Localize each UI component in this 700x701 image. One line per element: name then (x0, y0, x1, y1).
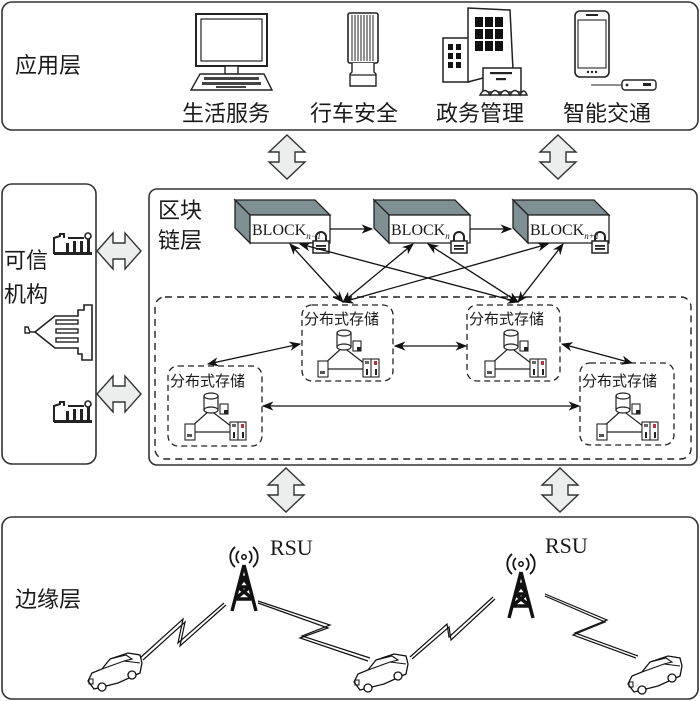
storage-label: 分布式存储 (582, 372, 657, 390)
svg-text:BLOCKn+1: BLOCKn+1 (530, 222, 599, 241)
app-blockchain-arrow-left (268, 134, 306, 180)
blockchain-edge-arrow-right (541, 467, 579, 513)
block-n-minus-1: BLOCKn−1 (233, 198, 332, 254)
block-label: BLOCK (252, 222, 307, 239)
block-n: BLOCKn (372, 198, 472, 254)
smartphone-icon (574, 10, 657, 91)
app-item-intelligent-transport: 智能交通 (563, 102, 651, 127)
storage-label: 分布式存储 (170, 372, 245, 390)
svg-text:BLOCKn−1: BLOCKn−1 (252, 222, 321, 241)
storage-label: 分布式存储 (469, 310, 544, 328)
trusted-title-line1: 可信 (4, 249, 48, 274)
government-building-icon (442, 7, 529, 97)
block-subscript: n−1 (306, 231, 321, 241)
blockchain-title-line2: 链层 (158, 229, 202, 254)
computer-icon (189, 13, 274, 91)
block-label: BLOCK (530, 222, 585, 239)
svg-text:BLOCKn: BLOCKn (391, 222, 450, 241)
app-item-government-affairs: 政务管理 (436, 102, 524, 127)
application-layer: 应用层 生活服务 行车安全 (1, 1, 699, 131)
block-label: BLOCK (391, 222, 446, 239)
rsu-label: RSU (545, 533, 588, 558)
blockchain-title-line1: 区块 (158, 199, 202, 224)
blockchain-layer: 区块 链层 BLOCKn−1 BLOCKn BLOCKn+1 (148, 188, 698, 466)
government-icon (24, 304, 93, 361)
block-subscript: n (445, 231, 450, 241)
blockchain-edge-arrow-left (267, 467, 305, 513)
application-layer-title: 应用层 (15, 54, 81, 79)
trusted-title-line2: 机构 (4, 283, 48, 308)
trusted-blockchain-arrow-top (96, 232, 142, 270)
storage-node-bottom-left: 分布式存储 (167, 365, 263, 447)
storage-peer-links (206, 341, 634, 411)
wireless-links (139, 593, 639, 662)
block-n-plus-1: BLOCKn+1 (511, 198, 611, 254)
storage-node-top-left: 分布式存储 (301, 304, 394, 382)
trusted-institution-panel: 可信 机构 (1, 183, 97, 465)
block-storage-links (289, 242, 564, 304)
storage-node-top-right: 分布式存储 (466, 304, 561, 382)
trusted-blockchain-arrow-bottom (96, 375, 142, 413)
rsu-label: RSU (270, 535, 313, 560)
edge-layer-title: 边缘层 (15, 588, 81, 613)
app-blockchain-arrow-right (539, 134, 577, 180)
block-subscript: n+1 (584, 231, 599, 241)
truck-icon (347, 12, 379, 87)
storage-node-bottom-right: 分布式存储 (579, 362, 675, 446)
app-item-driving-safety: 行车安全 (310, 102, 398, 127)
storage-label: 分布式存储 (304, 310, 379, 328)
app-item-life-services: 生活服务 (182, 102, 270, 127)
edge-layer: 边缘层 RSU RSU (1, 516, 699, 700)
